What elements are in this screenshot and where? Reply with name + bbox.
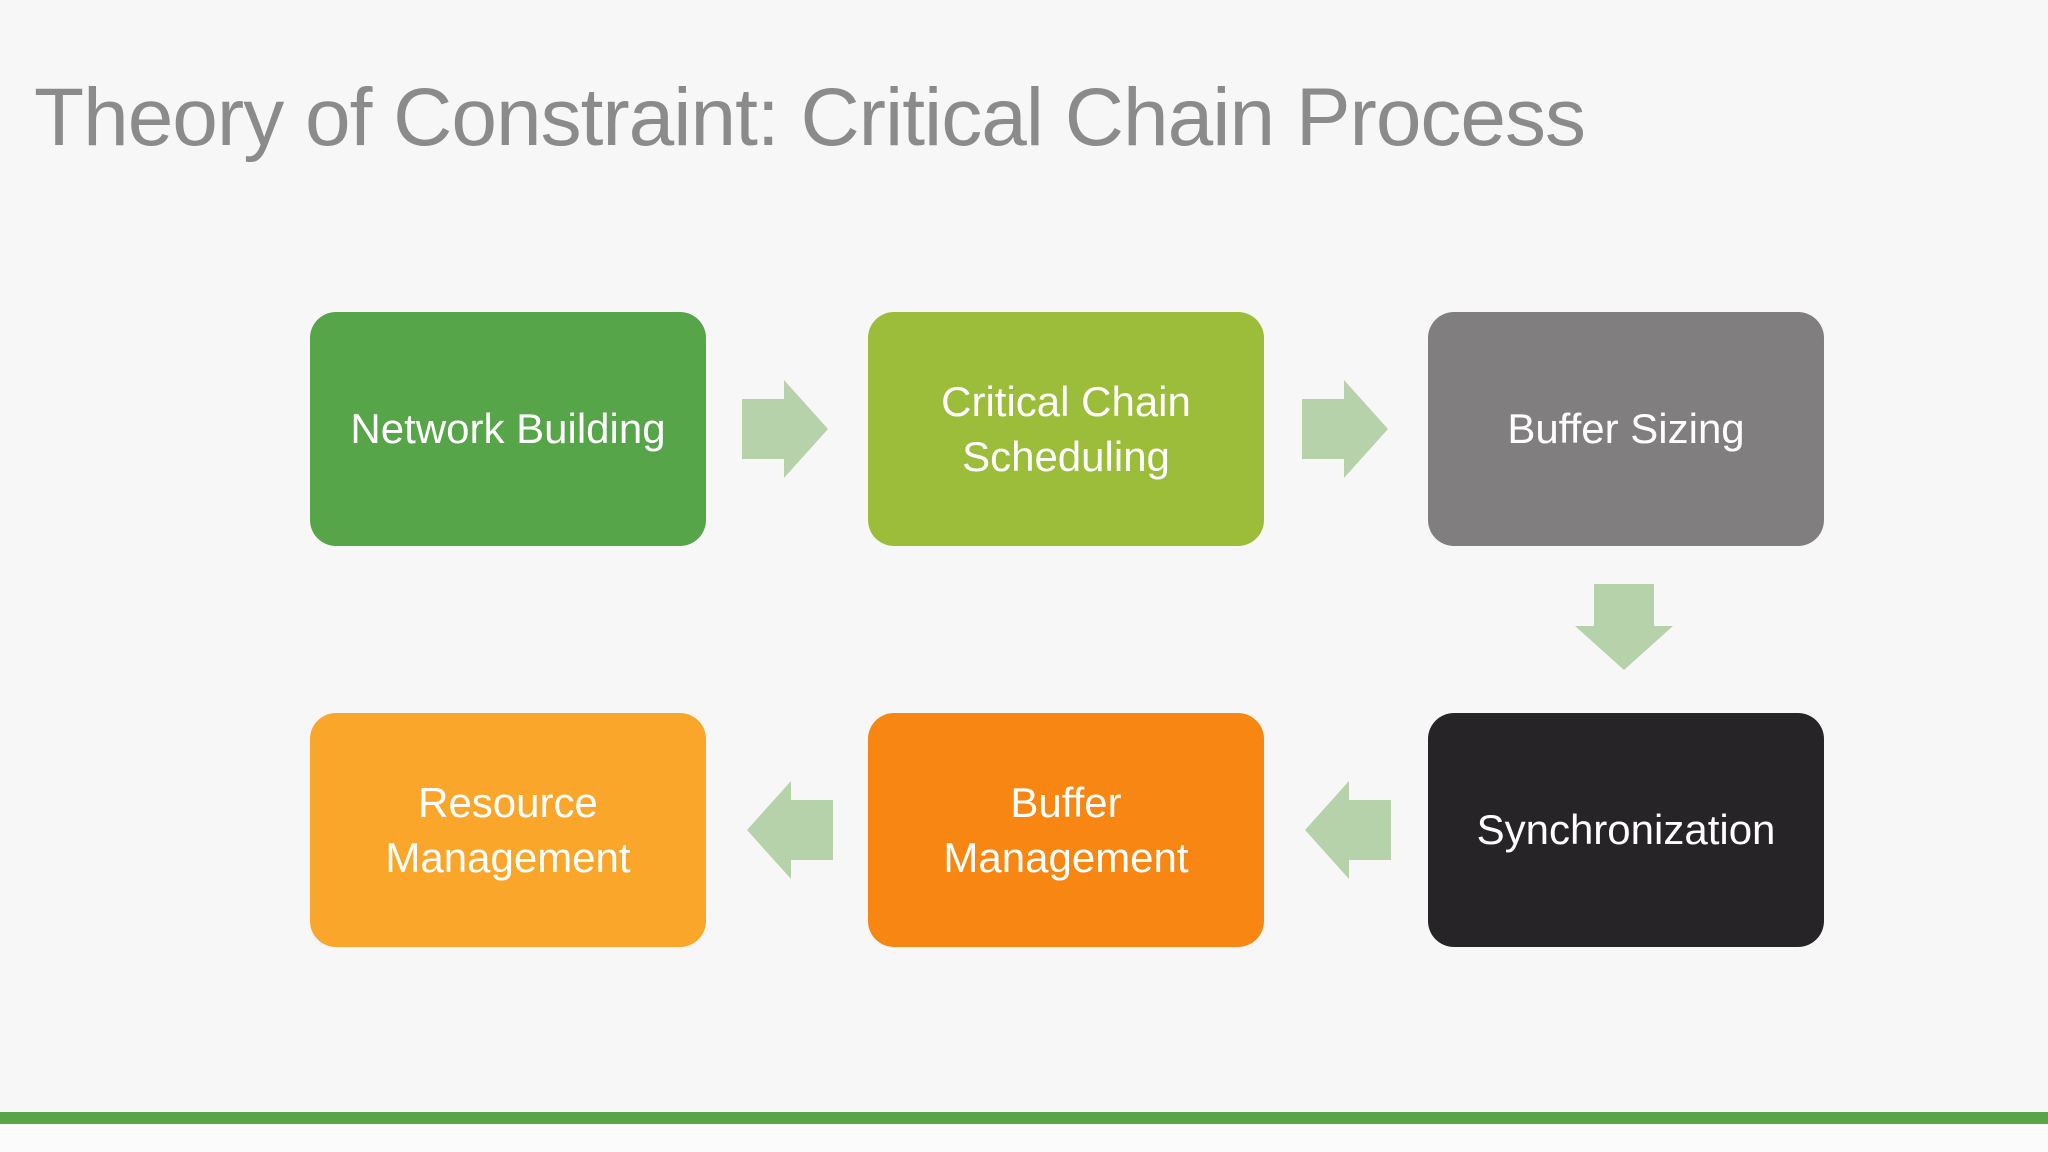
slide-accent-bar bbox=[0, 1112, 2048, 1124]
arrow-down-icon bbox=[1575, 584, 1673, 670]
slide-footer-strip bbox=[0, 1124, 2048, 1152]
arrow-left-icon bbox=[1305, 781, 1391, 879]
arrow-left-icon bbox=[747, 781, 833, 879]
arrow-right-icon bbox=[1302, 380, 1388, 478]
process-box-network-building: Network Building bbox=[310, 312, 706, 546]
process-box-synchronization: Synchronization bbox=[1428, 713, 1824, 947]
process-box-critical-chain-scheduling: Critical Chain Scheduling bbox=[868, 312, 1264, 546]
process-box-buffer-management: Buffer Management bbox=[868, 713, 1264, 947]
page-title: Theory of Constraint: Critical Chain Pro… bbox=[34, 71, 1586, 163]
process-box-resource-management: Resource Management bbox=[310, 713, 706, 947]
arrow-right-icon bbox=[742, 380, 828, 478]
process-box-buffer-sizing: Buffer Sizing bbox=[1428, 312, 1824, 546]
